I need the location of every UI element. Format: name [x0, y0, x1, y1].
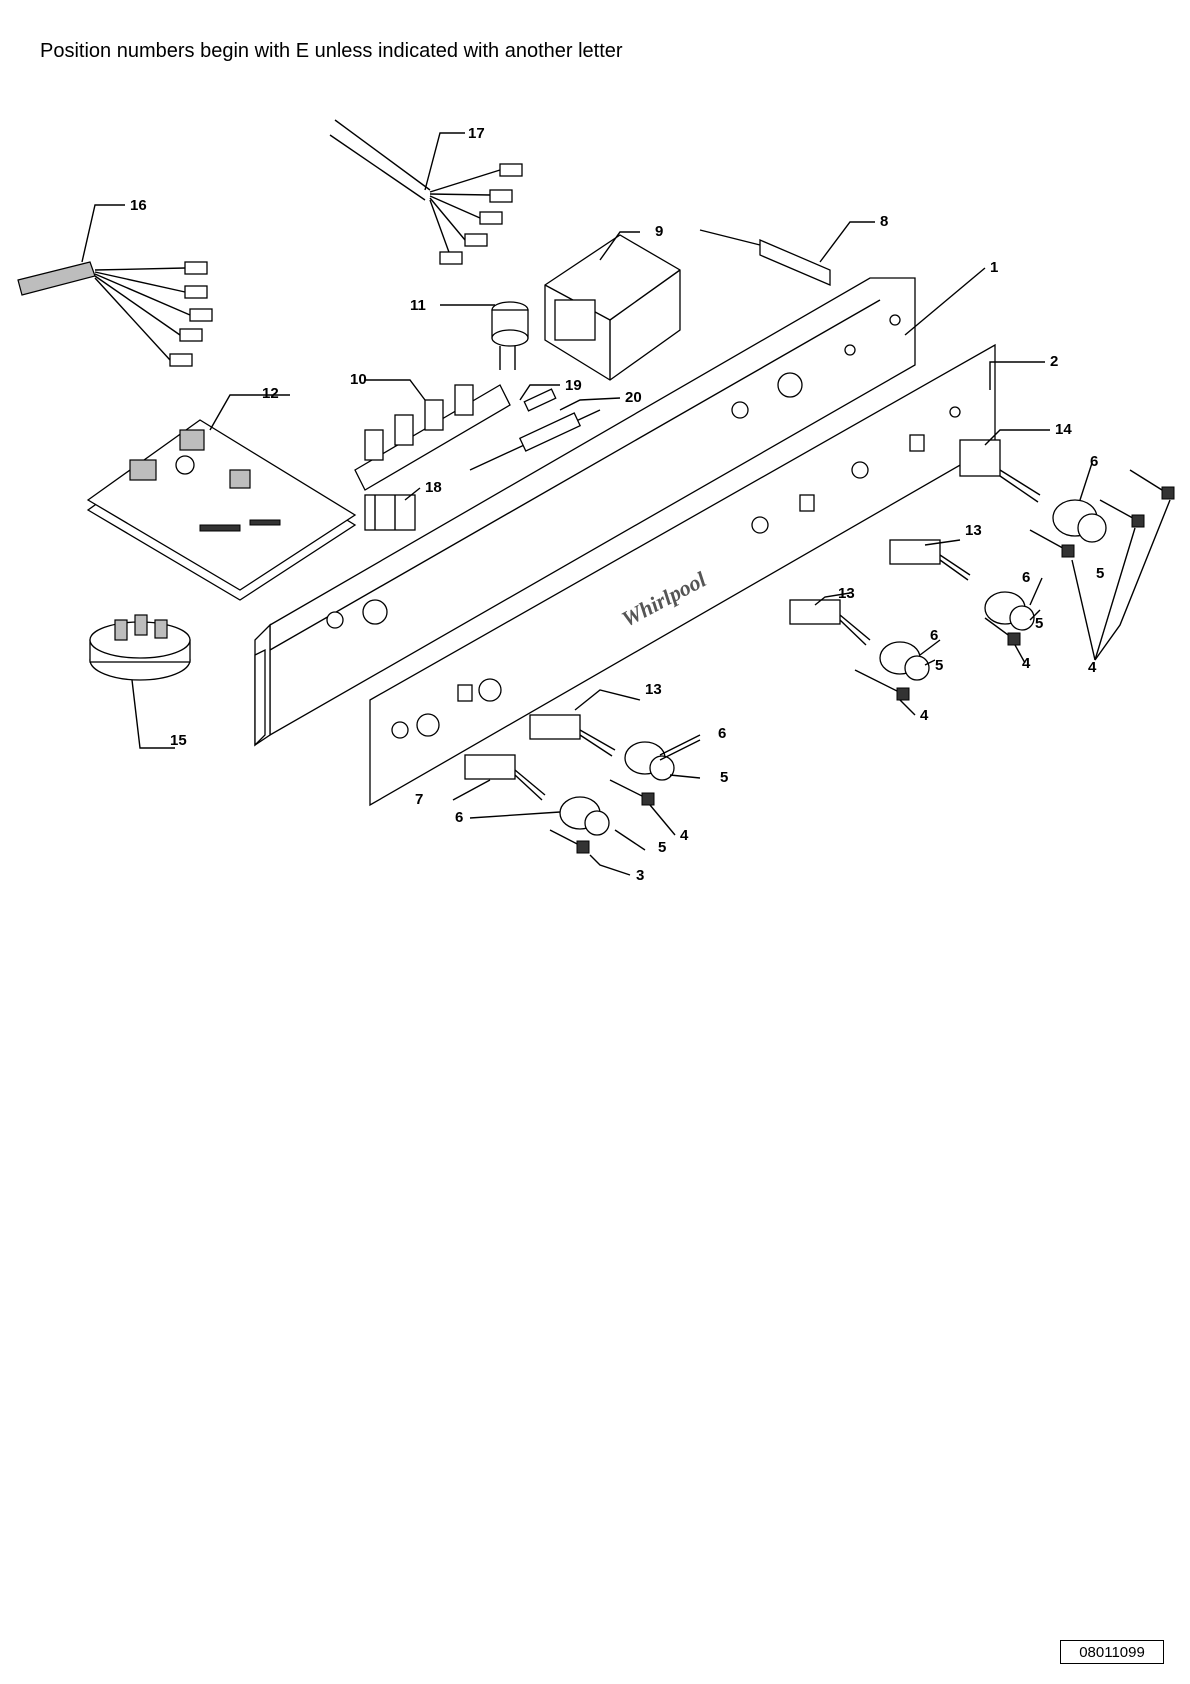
callout-5b: 5: [720, 769, 728, 786]
selector-switch: [959, 439, 1041, 503]
push-switch-upper: [889, 539, 971, 581]
callout-18: 18: [425, 479, 442, 496]
callout-12: 12: [262, 385, 279, 402]
callout-5d: 5: [1035, 615, 1043, 632]
callout-5c: 5: [935, 657, 943, 674]
callout-5a: 5: [658, 839, 666, 856]
indicator-lamps: [549, 469, 1175, 854]
callout-19: 19: [565, 377, 582, 394]
callout-6e: 6: [1090, 453, 1098, 470]
callout-17: 17: [468, 125, 485, 142]
callout-4a: 4: [680, 827, 689, 844]
sensor-probe: [699, 229, 831, 286]
push-switch-middle: [789, 599, 871, 646]
capacitor: [491, 301, 529, 370]
callout-13a: 13: [645, 681, 662, 698]
callout-16: 16: [130, 197, 147, 214]
callout-15: 15: [170, 732, 187, 749]
pressure-switch: [89, 614, 191, 681]
callout-13c: 13: [965, 522, 982, 539]
terminal-block: [354, 384, 511, 491]
callout-13b: 13: [838, 585, 855, 602]
callout-2: 2: [1050, 353, 1058, 370]
leader-lines: [81, 132, 1171, 876]
callout-6b: 6: [718, 725, 726, 742]
callout-labels: 1 2 3 4 4 4 4 5 5 5 5 5 6 6 6 6 6 7 8 9 …: [130, 125, 1104, 884]
drawing-number: 08011099: [1060, 1640, 1164, 1664]
callout-14: 14: [1055, 421, 1072, 438]
callout-6c: 6: [930, 627, 938, 644]
callout-4c: 4: [1022, 655, 1031, 672]
callout-8: 8: [880, 213, 888, 230]
callout-3: 3: [636, 867, 644, 884]
callout-11: 11: [410, 297, 426, 314]
callout-6a: 6: [455, 809, 463, 826]
callout-4b: 4: [920, 707, 929, 724]
wire-harness-left: [17, 261, 213, 367]
relay-base: [364, 494, 416, 531]
callout-5e: 5: [1096, 565, 1104, 582]
exploded-parts-diagram: Whirlpool: [17, 119, 1175, 884]
knob-set: [559, 499, 1107, 836]
callout-9: 9: [655, 223, 663, 240]
contactor-relay: [544, 234, 681, 381]
wire-harness-top: [329, 119, 523, 265]
fuse-holder: [469, 388, 601, 471]
control-panel-frame: [254, 277, 916, 747]
callout-20: 20: [625, 389, 642, 406]
callout-1: 1: [990, 259, 998, 276]
page-heading: Position numbers begin with E unless ind…: [40, 40, 623, 62]
push-switch-bottom: [464, 754, 546, 801]
push-switch-lower: [529, 714, 616, 757]
circuit-board: [86, 419, 357, 601]
callout-4d: 4: [1088, 659, 1097, 676]
callout-10: 10: [350, 371, 367, 388]
callout-7: 7: [415, 791, 423, 808]
callout-6d: 6: [1022, 569, 1030, 586]
